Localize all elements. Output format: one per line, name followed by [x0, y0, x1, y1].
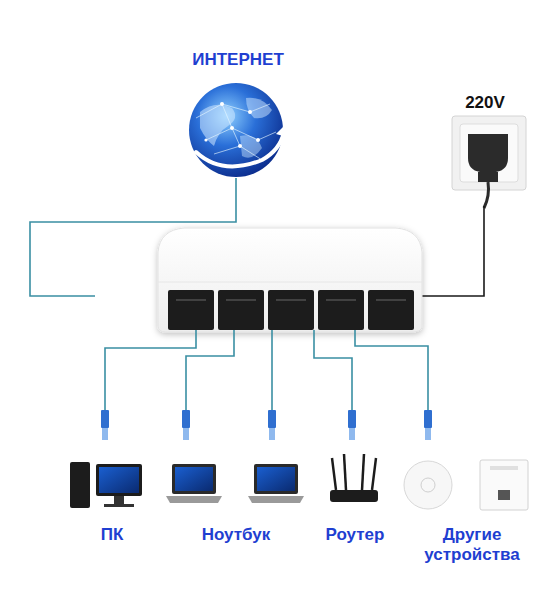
- caption-label: 220V: [465, 93, 505, 113]
- switch-ports: [168, 290, 414, 330]
- power-outlet: [452, 116, 526, 208]
- internet-globe: [189, 83, 290, 177]
- pc-icon: [70, 462, 142, 508]
- access-point-icon: [404, 461, 452, 509]
- caption-label: Ноутбук: [202, 525, 271, 545]
- router-icon: [330, 454, 378, 502]
- caption-label: Другие устройства: [417, 525, 527, 565]
- ethernet-cables: [105, 330, 428, 410]
- power-cord: [422, 206, 484, 296]
- network-switch: [158, 228, 422, 332]
- laptop-icon: [248, 464, 304, 503]
- caption-label: ИНТЕРНЕТ: [192, 50, 284, 70]
- wall-panel-icon: [480, 460, 528, 510]
- rj45-plugs: [101, 410, 432, 440]
- caption-label: Роутер: [326, 525, 385, 545]
- switch-edge: [158, 282, 422, 283]
- caption-label: ПК: [101, 525, 124, 545]
- port-contacts: [176, 300, 406, 301]
- laptop-icon: [166, 464, 222, 503]
